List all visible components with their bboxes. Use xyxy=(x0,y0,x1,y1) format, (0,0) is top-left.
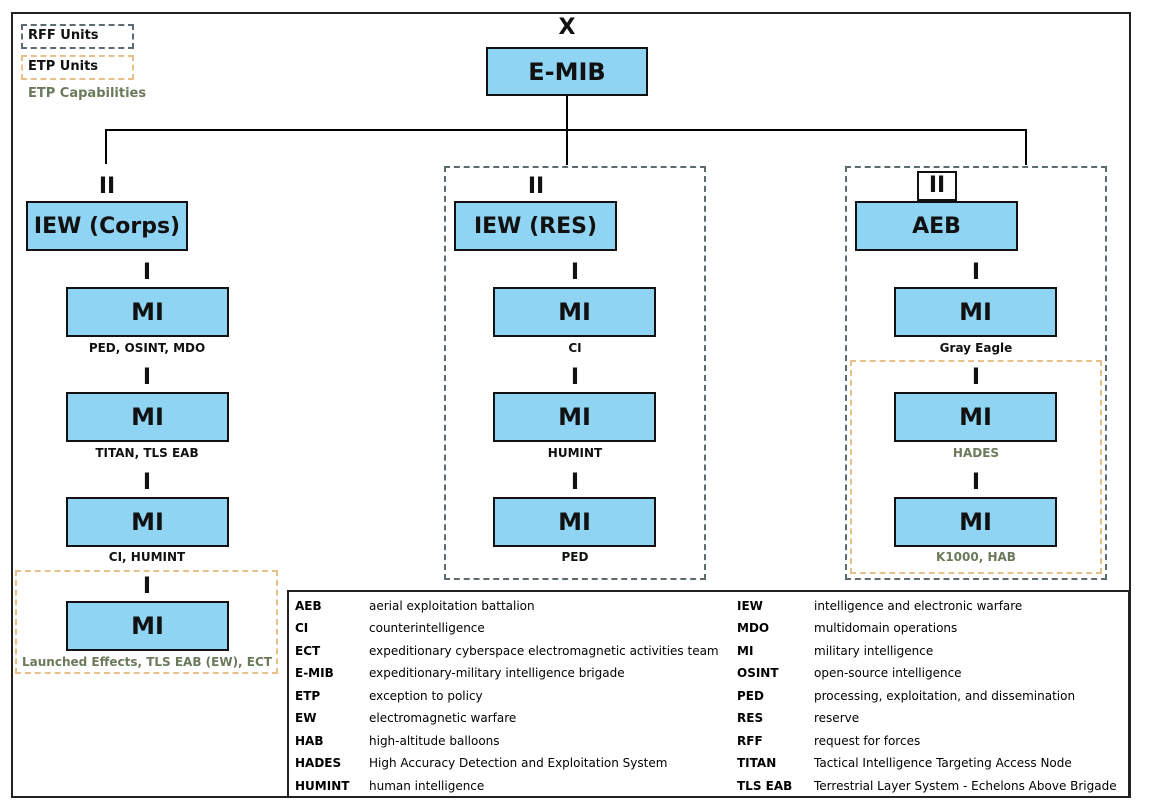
legend-rff-swatch xyxy=(21,24,134,49)
glossary-def: request for forces xyxy=(814,734,921,748)
rff-group-aeb xyxy=(845,166,1107,580)
aeb-mi-3-caption: K1000, HAB xyxy=(936,550,1016,564)
echelon-iew-corps: II xyxy=(98,174,116,199)
iew-res-mi-2-caption: HUMINT xyxy=(547,446,603,460)
glossary-def: exception to policy xyxy=(369,689,483,703)
echelon-iew-res: II xyxy=(527,174,545,199)
legend-etp-swatch xyxy=(21,55,134,80)
glossary-abbr: E-MIB xyxy=(295,666,334,680)
aeb-mi-2-caption: HADES xyxy=(952,446,1000,460)
iew-corps-mi-2-caption: TITAN, TLS EAB xyxy=(95,446,199,460)
glossary-abbr: HAB xyxy=(295,734,324,748)
echelon-company: I xyxy=(142,574,152,599)
iew-corps-mi-4-caption: Launched Effects, TLS EAB (EW), ECT xyxy=(22,655,272,669)
aeb-mi-1-caption: Gray Eagle xyxy=(939,341,1013,355)
glossary-def: high-altitude balloons xyxy=(369,734,500,748)
iew-corps-box: IEW (Corps) xyxy=(26,201,188,251)
glossary-def: counterintelligence xyxy=(369,621,485,635)
aeb-mi-2: MI xyxy=(894,392,1057,442)
iew-corps-mi-1: MI xyxy=(66,287,229,337)
connector-left-drop xyxy=(105,129,107,164)
etp-group-iew-corps xyxy=(15,570,278,674)
iew-corps-mi-3-caption: CI, HUMINT xyxy=(108,550,186,564)
iew-corps-mi-3: MI xyxy=(66,497,229,547)
glossary-abbr: HADES xyxy=(295,756,342,770)
legend-etp-units: ETP Units xyxy=(28,59,99,74)
echelon-company: I xyxy=(570,470,580,495)
echelon-company: I xyxy=(971,470,981,495)
echelon-company: I xyxy=(971,260,981,285)
iew-res-mi-3: MI xyxy=(493,497,656,547)
echelon-company: I xyxy=(142,260,152,285)
glossary-def: High Accuracy Detection and Exploitation… xyxy=(369,756,668,770)
iew-res-box: IEW (RES) xyxy=(454,201,617,251)
aeb-mi-3: MI xyxy=(894,497,1057,547)
glossary-abbr: MI xyxy=(737,644,754,658)
glossary-abbr: CI xyxy=(295,621,309,635)
glossary-abbr: TLS EAB xyxy=(737,779,793,793)
connector-right-drop xyxy=(1025,129,1027,165)
legend-etp-capabilities: ETP Capabilities xyxy=(28,86,147,101)
glossary-abbr: OSINT xyxy=(737,666,779,680)
glossary-def: Terrestrial Layer System - Echelons Abov… xyxy=(814,779,1117,793)
glossary-def: intelligence and electronic warfare xyxy=(814,599,1023,613)
rff-group-iew-res xyxy=(444,166,706,580)
glossary-abbr: ETP xyxy=(295,689,321,703)
glossary-abbr: ECT xyxy=(295,644,321,658)
glossary-def: expeditionary-military intelligence brig… xyxy=(369,666,625,680)
iew-corps-mi-1-caption: PED, OSINT, MDO xyxy=(88,341,206,355)
glossary-abbr: HUMINT xyxy=(295,779,350,793)
echelon-company: I xyxy=(142,365,152,390)
glossary-def: open-source intelligence xyxy=(814,666,962,680)
iew-res-mi-2: MI xyxy=(493,392,656,442)
echelon-aeb: II xyxy=(917,171,957,201)
iew-res-mi-3-caption: PED xyxy=(561,550,589,564)
glossary-def: human intelligence xyxy=(369,779,485,793)
glossary-def: aerial exploitation battalion xyxy=(369,599,535,613)
legend-rff-units: RFF Units xyxy=(28,28,99,43)
glossary-abbr: EW xyxy=(295,711,317,725)
glossary-abbr: MDO xyxy=(737,621,770,635)
glossary-abbr: RFF xyxy=(737,734,763,748)
iew-corps-mi-4: MI xyxy=(66,601,229,651)
glossary-abbr: AEB xyxy=(295,599,322,613)
glossary-abbr: PED xyxy=(737,689,764,703)
aeb-mi-1: MI xyxy=(894,287,1057,337)
glossary-abbr: TITAN xyxy=(737,756,777,770)
glossary-def: electromagnetic warfare xyxy=(369,711,517,725)
echelon-company: I xyxy=(570,365,580,390)
etp-group-aeb xyxy=(850,360,1102,574)
glossary-def: processing, exploitation, and disseminat… xyxy=(814,689,1076,703)
glossary-def: reserve xyxy=(814,711,860,725)
emib-box: E-MIB xyxy=(486,47,648,96)
aeb-box: AEB xyxy=(855,201,1018,251)
iew-corps-mi-2: MI xyxy=(66,392,229,442)
glossary-def: expeditionary cyberspace electromagnetic… xyxy=(369,644,719,658)
iew-res-mi-1-caption: CI xyxy=(568,341,582,355)
echelon-company: I xyxy=(142,470,152,495)
echelon-company: I xyxy=(971,365,981,390)
glossary-abbr: IEW xyxy=(737,599,763,613)
glossary-def: military intelligence xyxy=(814,644,934,658)
connector-top-down xyxy=(566,95,568,130)
glossary-def: multidomain operations xyxy=(814,621,958,635)
connector-center-drop xyxy=(566,129,568,165)
echelon-brigade: X xyxy=(558,15,576,40)
glossary-def: Tactical Intelligence Targeting Access N… xyxy=(814,756,1072,770)
echelon-company: I xyxy=(570,260,580,285)
glossary-panel: AEB aerial exploitation battalion CI cou… xyxy=(287,590,1130,798)
glossary-abbr: RES xyxy=(737,711,764,725)
iew-res-mi-1: MI xyxy=(493,287,656,337)
